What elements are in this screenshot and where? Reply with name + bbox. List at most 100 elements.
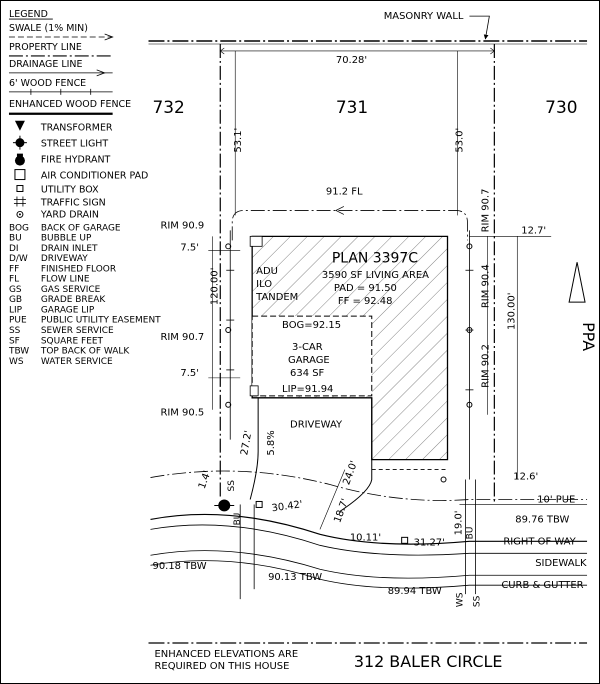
bog-elevation: BOG=92.15 (282, 320, 341, 331)
abbr-desc: SQUARE FEET (41, 336, 104, 346)
ac-pad (249, 235, 263, 247)
legend-street-light-label: STREET LIGHT (41, 139, 109, 150)
utility-box-icon (401, 536, 409, 544)
tbw-bottom: 89.94 TBW (388, 586, 442, 597)
side-setback-right-front: 12.6' (513, 472, 538, 483)
curb-gutter-label: CURB & GUTTER (501, 580, 583, 591)
adu-line-2: ILO (256, 279, 272, 290)
sidewalk-label: SIDEWALK (535, 558, 587, 569)
legend-yard-drain-label: YARD DRAIN (40, 209, 99, 220)
pue-label: 10' PUE (537, 494, 575, 505)
traffic-sign-icon (13, 196, 26, 207)
yard-drain-icon (466, 243, 473, 250)
rim-right-mid: RIM 90.4 (480, 264, 491, 308)
enhanced-note-2: REQUIRED ON THIS HOUSE (154, 661, 289, 672)
street-light-icon (12, 135, 27, 150)
abbr-desc: TOP BACK OF WALK (40, 347, 131, 357)
abbr-desc: FINISHED FLOOR (41, 264, 116, 274)
lot-depth-left: 120.00' (209, 268, 220, 306)
north-arrow: PPA (568, 262, 598, 351)
dim-19-0: 19.0' (453, 510, 464, 535)
lip-elevation: LIP=91.94 (282, 384, 333, 395)
transformer-icon (14, 120, 25, 131)
dim-24-0: 24.0' (341, 459, 360, 486)
legend: LEGEND SWALE (1% MIN) PROPERTY LINE DRAI… (8, 9, 161, 367)
address-label: 312 BALER CIRCLE (354, 652, 503, 671)
abbr-code: DI (9, 244, 19, 254)
abbr-desc: GARAGE LIP (41, 305, 95, 315)
rim-right-bot: RIM 90.2 (480, 344, 491, 388)
ac-pad-icon (14, 169, 26, 181)
rim-right-top: RIM 90.7 (480, 189, 491, 233)
side-setback-left-2: 7.5' (180, 368, 199, 379)
rim-left-bot: RIM 90.5 (160, 408, 204, 419)
lot-depth-right: 130.00' (506, 292, 517, 330)
abbr-code: GS (9, 285, 22, 295)
garage-line-3: 634 SF (290, 368, 324, 379)
adu-line-3: TANDEM (255, 292, 298, 303)
flow-line-dim: 91.2 FL (326, 186, 363, 197)
abbr-desc: PUBLIC UTILITY EASEMENT (41, 316, 161, 326)
tbw-left: 90.18 TBW (152, 561, 206, 572)
plan-name: PLAN 3397C (332, 250, 418, 266)
dim-18-7: 18.7' (332, 497, 351, 524)
side-setback-right-top: 12.7' (521, 225, 546, 236)
tbw-right-top: 89.76 TBW (515, 514, 569, 525)
dim-10-11: 10.11' (350, 532, 381, 543)
abbr-desc: GAS SERVICE (41, 285, 101, 295)
legend-transformer-label: TRANSFORMER (40, 123, 113, 134)
masonry-wall-label: MASONRY WALL (384, 11, 464, 22)
service-lines (239, 479, 476, 600)
abbr-code: BU (9, 234, 22, 244)
driveway (249, 397, 373, 530)
abbr-desc: DRAIN INLET (41, 244, 98, 254)
site-symbols (214, 243, 473, 544)
side-setback-left-1: 7.5' (180, 242, 199, 253)
site-labels: MASONRY WALL 70.28' 732 731 730 53.1' 53… (152, 11, 587, 672)
ss-label-right: SS (472, 595, 482, 607)
legend-drainage-label: DRAINAGE LINE (9, 59, 83, 70)
legend-wood-fence-label: 6' WOOD FENCE (9, 78, 86, 89)
legend-traffic-sign-label: TRAFFIC SIGN (40, 197, 106, 208)
ss-label-left: SS (227, 480, 237, 492)
abbr-desc: GRADE BREAK (41, 295, 107, 305)
street-light-icon (214, 499, 235, 512)
bu-label-left: BU (233, 513, 243, 526)
dim-31-27: 31.27' (414, 537, 445, 548)
living-area: 3590 SF LIVING AREA (322, 270, 429, 281)
abbr-code: LIP (9, 305, 23, 315)
abbr-code: FF (9, 264, 19, 274)
lot-label-731: 731 (336, 97, 368, 117)
legend-fire-hydrant-label: FIRE HYDRANT (41, 155, 111, 166)
abbr-code: BOG (9, 223, 29, 233)
abbr-desc: BUBBLE UP (41, 234, 92, 244)
rear-width-dim: 70.28' (336, 55, 367, 66)
driveway-slope: 5.8% (266, 430, 277, 455)
ws-label: WS (455, 592, 465, 607)
bu-label-right: BU (465, 527, 475, 540)
dim-30-42: 30.42' (271, 499, 303, 514)
abbr-code: GB (9, 295, 22, 305)
utility-box-icon (255, 500, 263, 508)
abbr-desc: WATER SERVICE (41, 357, 113, 367)
fence-ticks (30, 88, 92, 95)
legend-heading: LEGEND (9, 9, 48, 20)
right-of-way-label: RIGHT OF WAY (503, 536, 576, 547)
yard-drain-icon (466, 327, 473, 334)
north-arrow-label: PPA (579, 322, 598, 351)
fire-hydrant-icon (14, 153, 25, 166)
tbw-mid: 90.13 TBW (268, 572, 322, 583)
rear-setback-left: 53.1' (233, 128, 244, 153)
abbr-code: FL (9, 275, 19, 285)
driveway-label: DRIVEWAY (290, 420, 343, 431)
utility-box-icon (16, 185, 24, 193)
yard-drain-icon (440, 476, 447, 483)
rim-left-mid: RIM 90.7 (160, 332, 204, 343)
legend-utility-box-label: UTILITY BOX (41, 185, 99, 196)
garage-line-1: 3-CAR (292, 342, 323, 353)
street-curves (150, 470, 588, 589)
dim-1-4: 1.4' (197, 469, 214, 490)
abbr-code: PUE (9, 316, 27, 326)
abbr-code: SS (9, 326, 21, 336)
